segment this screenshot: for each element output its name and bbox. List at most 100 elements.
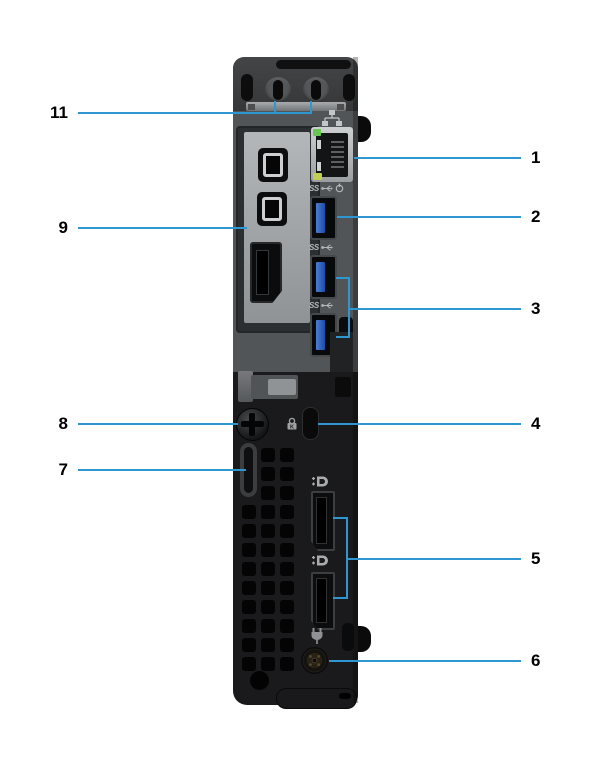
- callout-line-6: [329, 660, 521, 662]
- vent-hole: [280, 448, 294, 462]
- mini-displayport-1-shield: [263, 153, 283, 177]
- vent-hole: [280, 638, 294, 652]
- security-cable-slot: [303, 408, 318, 439]
- antenna-slot-left: [241, 74, 253, 101]
- callout-line-7: [78, 469, 246, 471]
- strip-end-left: [248, 104, 255, 110]
- power-plug-icon: [311, 628, 323, 644]
- vent-hole: [261, 619, 275, 633]
- vent-hole: [261, 657, 275, 671]
- vent-hole: [261, 505, 275, 519]
- vent-hole: [261, 562, 275, 576]
- callout-number-6: 6: [531, 651, 541, 670]
- vent-hole: [261, 600, 275, 614]
- vent-hole: [261, 486, 275, 500]
- vent-hole: [242, 562, 256, 576]
- release-latch-arm: [238, 371, 253, 402]
- vent-hole: [280, 657, 294, 671]
- vent-hole: [261, 581, 275, 595]
- vent-hole: [242, 524, 256, 538]
- network-icon: [322, 110, 342, 126]
- callout-line-1: [354, 157, 521, 159]
- vent-slot-c: [342, 623, 354, 651]
- usb-ss-label: SS: [309, 301, 319, 310]
- callout-number-11: 11: [50, 103, 68, 122]
- vent-hole: [280, 467, 294, 481]
- usb-marking-3: SS: [309, 301, 333, 310]
- callout-number-9: 9: [58, 218, 68, 237]
- callout-number-1: 1: [531, 148, 541, 167]
- bottom-stand-lip: [277, 689, 356, 708]
- vent-hole: [242, 581, 256, 595]
- kensington-lock-icon: K: [287, 417, 297, 430]
- vent-hole: [261, 448, 275, 462]
- chassis-edge-shadow: [353, 57, 358, 703]
- chassis-round-hole: [250, 671, 269, 690]
- vent-hole: [280, 619, 294, 633]
- vent-hole: [280, 581, 294, 595]
- vent-hole: [280, 524, 294, 538]
- bottom-lip-slot: [339, 693, 351, 699]
- usb-trident-icon: [320, 244, 333, 251]
- callout-line-11-tick-right: [310, 101, 312, 113]
- callout-number-8: 8: [58, 414, 68, 433]
- vent-hole: [242, 657, 256, 671]
- vent-hole: [280, 486, 294, 500]
- antenna-connector-right: [311, 80, 321, 100]
- callout-number-4: 4: [531, 414, 541, 433]
- vent-hole: [242, 619, 256, 633]
- chassis-slot: [335, 377, 351, 397]
- vent-hole: [261, 543, 275, 557]
- vent-hole: [261, 524, 275, 538]
- displayport-card-slot: [257, 251, 268, 294]
- vent-hole: [242, 600, 256, 614]
- vent-hole: [280, 505, 294, 519]
- callout-line-11: [78, 112, 312, 114]
- vent-hole: [261, 638, 275, 652]
- usb-port-3-tongue: [316, 320, 325, 350]
- vent-hole: [261, 467, 275, 481]
- antenna-connector-left: [273, 80, 283, 100]
- callout-bracket-3-tick-bottom: [336, 336, 350, 338]
- usb-marking-2: SS: [309, 243, 333, 252]
- callout-bracket-5-tick-top: [333, 517, 348, 519]
- displayport-icon: [312, 555, 328, 566]
- ethernet-tab-bottom: [317, 162, 321, 171]
- callout-line-11-tick-left: [274, 101, 276, 113]
- usb-ss-label: SS: [309, 243, 319, 252]
- mini-displayport-2-shield: [262, 197, 282, 221]
- antenna-cover-strip: [246, 102, 346, 111]
- usb-port-1-tongue: [316, 203, 325, 233]
- callout-line-4: [318, 423, 521, 425]
- callout-bracket-3: [348, 277, 350, 338]
- vent-hole: [242, 638, 256, 652]
- handle-groove: [276, 60, 351, 69]
- callout-bracket-5-tick-bottom: [333, 597, 348, 599]
- vent-hole: [242, 543, 256, 557]
- ethernet-pins: [331, 141, 344, 169]
- vent-hole: [280, 562, 294, 576]
- callout-line-8: [78, 423, 238, 425]
- callout-line-2: [337, 216, 521, 218]
- strip-end-right: [337, 104, 344, 110]
- usb-marking-smart-power: SS: [309, 183, 344, 193]
- antenna-slot-right: [343, 74, 355, 101]
- vent-hole: [280, 600, 294, 614]
- ethernet-led-activity: [313, 173, 322, 180]
- thumbscrew-cross-v: [249, 413, 255, 436]
- callout-number-5: 5: [531, 549, 541, 568]
- callout-line-5: [347, 558, 521, 560]
- usb-ss-label: SS: [309, 183, 319, 193]
- release-latch-tab: [268, 379, 296, 395]
- callout-line-3: [349, 308, 521, 310]
- power-connector-port: [301, 647, 328, 674]
- displayport-1-slot: [317, 498, 326, 543]
- panel-corner-shadow: [330, 332, 353, 372]
- ethernet-tab-top: [317, 140, 321, 149]
- callout-bracket-5: [346, 517, 348, 599]
- vent-hole: [242, 505, 256, 519]
- svg-text:K: K: [290, 424, 294, 430]
- callout-line-9: [78, 227, 247, 229]
- callout-number-2: 2: [531, 207, 541, 226]
